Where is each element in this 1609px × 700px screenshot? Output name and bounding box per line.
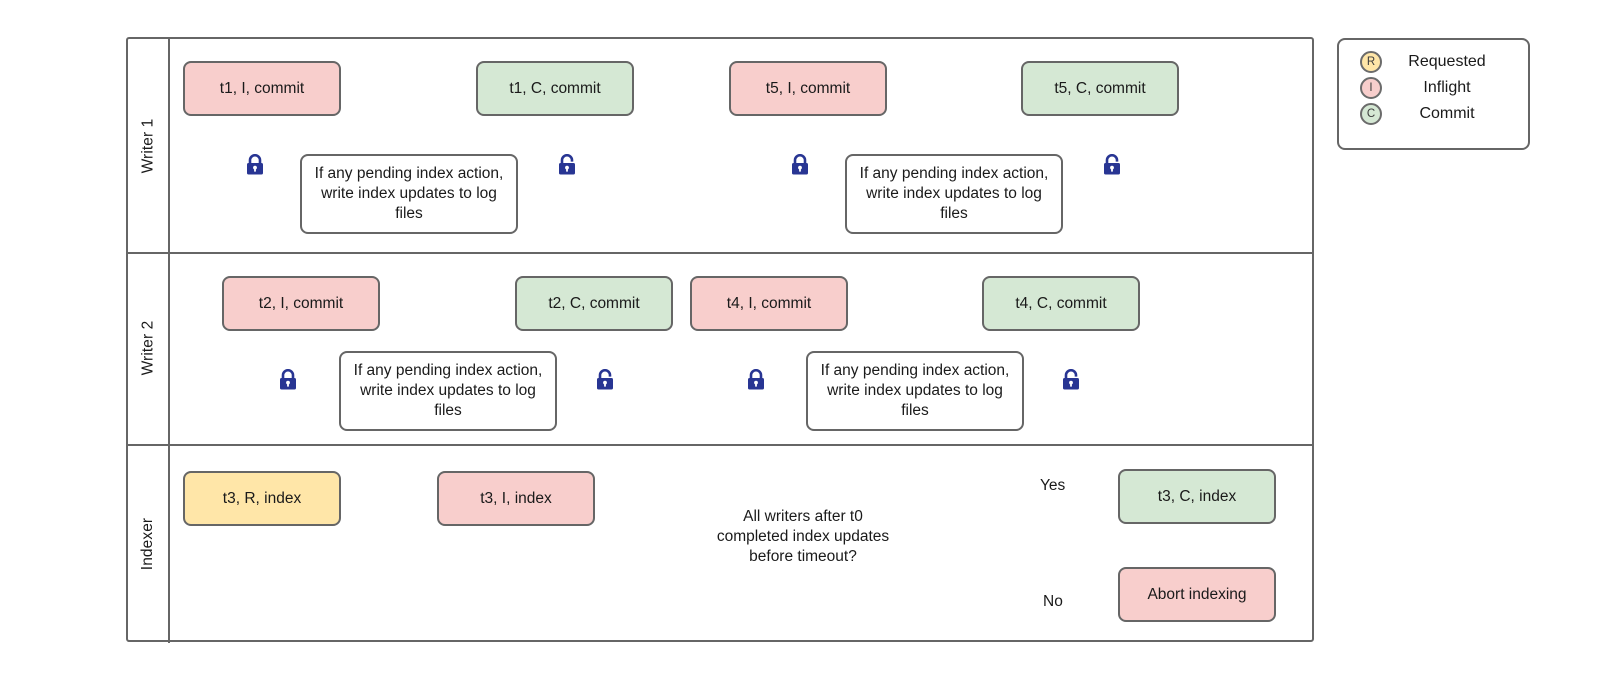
lane-label-indexer: Indexer [139,517,156,570]
edge-label-yes: Yes [1040,477,1066,494]
lock-closed-icon [280,369,296,390]
lock-open-icon [597,369,613,390]
swimlane-pool: Writer 1 Writer 2 Indexer [126,37,1314,643]
lock-open-icon [1063,369,1079,390]
node-t1-inflight-commit[interactable]: t1, I, commit [183,61,341,116]
node-t2-inflight-commit[interactable]: t2, I, commit [222,276,380,331]
node-t3-requested-index[interactable]: t3, R, index [183,471,341,526]
legend-row-commit: C Commit [1339,101,1528,127]
lane-header-indexer: Indexer [128,444,170,643]
lock-closed-icon [247,154,263,175]
node-t4-inflight-commit[interactable]: t4, I, commit [690,276,848,331]
lane-label-writer-1: Writer 1 [139,118,156,173]
node-t3-commit-index[interactable]: t3, C, index [1118,469,1276,524]
lane-divider-2 [128,444,1312,446]
legend-row-requested: R Requested [1339,49,1528,75]
node-writer1-index-task-1[interactable]: If any pending index action, write index… [300,154,518,234]
node-t3-inflight-index[interactable]: t3, I, index [437,471,595,526]
legend-label-requested: Requested [1408,53,1486,70]
node-writer2-index-task-1[interactable]: If any pending index action, write index… [339,351,557,431]
node-t1-commit-commit[interactable]: t1, C, commit [476,61,634,116]
legend-row-inflight: I Inflight [1339,75,1528,101]
node-t4-commit-commit[interactable]: t4, C, commit [982,276,1140,331]
node-writer1-index-task-2[interactable]: If any pending index action, write index… [845,154,1063,234]
lane-header-writer-1: Writer 1 [128,39,170,252]
node-writer2-index-task-2[interactable]: If any pending index action, write index… [806,351,1024,431]
decision-label: All writers after t0 completed index upd… [716,508,890,566]
lane-label-writer-2: Writer 2 [139,320,156,376]
node-abort-indexing[interactable]: Abort indexing [1118,567,1276,622]
lock-closed-icon [792,154,808,175]
lock-open-icon [1104,154,1120,175]
legend-badge-requested-icon: R [1360,51,1382,73]
node-t5-commit-commit[interactable]: t5, C, commit [1021,61,1179,116]
lane-header-writer-2: Writer 2 [128,252,170,444]
lane-divider-1 [128,252,1312,254]
legend-badge-inflight-icon: I [1360,77,1382,99]
lock-closed-icon [748,369,764,390]
node-t2-commit-commit[interactable]: t2, C, commit [515,276,673,331]
edge-label-no: No [1043,593,1063,610]
legend-box: R Requested I Inflight C Commit [1337,38,1530,150]
lock-open-icon [559,154,575,175]
node-t5-inflight-commit[interactable]: t5, I, commit [729,61,887,116]
legend-label-inflight: Inflight [1423,79,1471,96]
legend-badge-commit-icon: C [1360,103,1382,125]
legend-label-commit: Commit [1419,105,1475,122]
